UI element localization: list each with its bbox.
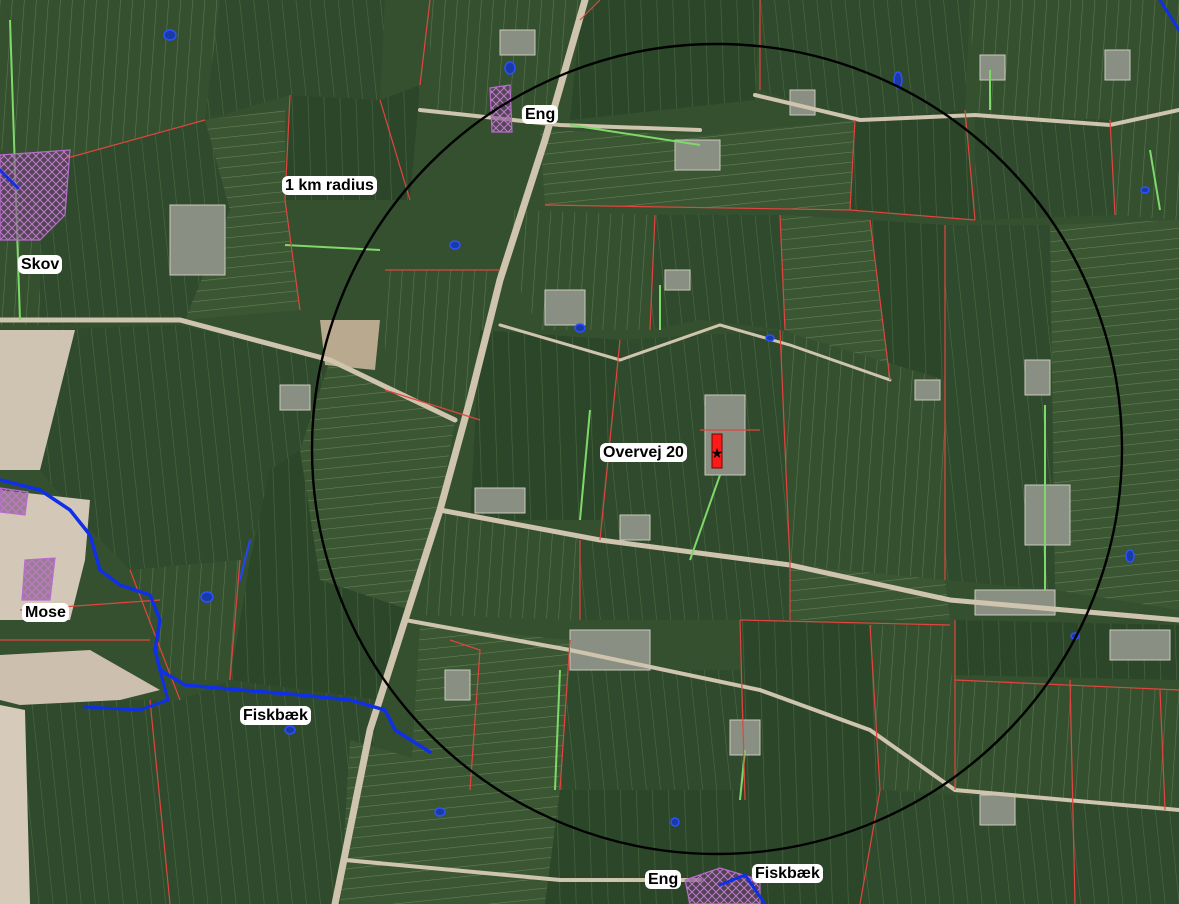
label-site: Overvej 20 [600, 443, 687, 462]
label-fiskbaek-mid: Fiskbæk [240, 706, 311, 725]
label-mose: Mose [22, 603, 69, 622]
radius-circle [310, 42, 1124, 856]
farmsteads [169, 29, 1171, 826]
site-marker[interactable]: ★ [711, 433, 724, 469]
site-star-icon: ★ [711, 446, 724, 462]
protected-nature-areas [0, 84, 761, 904]
bare-soil-areas [0, 320, 380, 904]
label-eng-top: Eng [522, 105, 559, 124]
label-skov: Skov [18, 255, 63, 274]
label-radius: 1 km radius [282, 176, 377, 195]
label-eng-bottom: Eng [645, 870, 682, 889]
label-fiskbaek-bottom: Fiskbæk [752, 864, 823, 883]
ponds [163, 29, 1150, 827]
